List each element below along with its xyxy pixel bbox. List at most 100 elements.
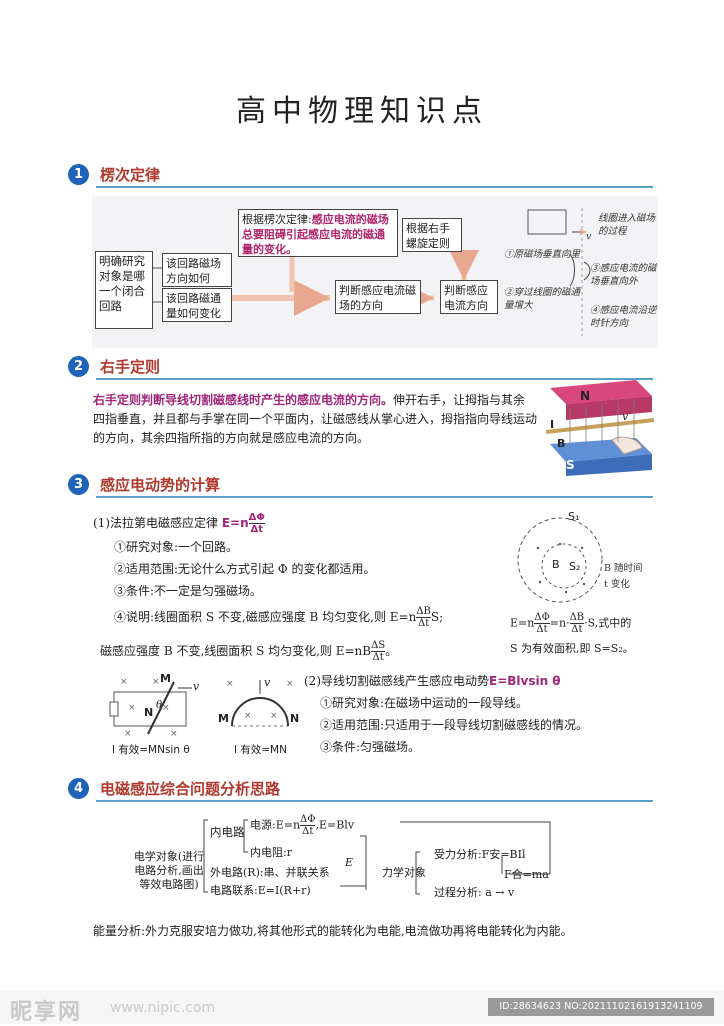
right-hand-body: 伸开右手，让拇指与其余四指垂直，并且都与手掌在同一个平面内，让磁感线从掌心进入，… (93, 393, 538, 445)
process-label: 过程分析: (434, 886, 482, 899)
page-title: 高中物理知识点 (236, 94, 488, 129)
emf-e-label: E (345, 856, 354, 869)
fig2-caption: l 有效=MN (234, 744, 287, 756)
energy-analysis: 能量分析:外力克服安培力做功,将其他形式的能转化为电能,电流做功再将电能转化为内… (93, 924, 573, 938)
section-title: 楞次定律 (100, 166, 161, 184)
section-3-header: 3 感应电动势的计算 (68, 472, 653, 498)
velocity-v-label: v (622, 410, 629, 423)
source-prefix: 电源:E=n (250, 818, 301, 832)
faraday-numerator: ΔΦ (248, 512, 265, 523)
faraday-item-4-text: ④说明:线圈面积 S 不变,磁感应强度 B 均匀变化,则 E=n (114, 610, 417, 624)
motional-item-2: ②适用范围:只适用于一段导线切割磁感线的情况。 (320, 718, 589, 732)
section-4-header: 4 电磁感应综合问题分析思路 (68, 776, 653, 802)
section-number: 1 (68, 164, 89, 185)
magnet-s-label: S (566, 458, 575, 472)
research-object-box: 明确研究对象是哪一个闭合回路 (95, 251, 153, 329)
conductor-arc-figure: ×× ×× (226, 679, 294, 727)
watermark-site: www.nipic.com (110, 1000, 216, 1016)
svg-text:×: × (152, 677, 160, 687)
note-2: ②穿过线圈的磁通量增大 (504, 287, 581, 311)
fig1-theta-label: θ (156, 700, 163, 711)
circle-f2-den: Δt (569, 623, 585, 635)
faraday-denominator: Δt (248, 523, 265, 535)
section-title: 电磁感应综合问题分析思路 (100, 780, 281, 798)
svg-text:×: × (120, 677, 128, 687)
section-number: 2 (68, 356, 89, 377)
section-1-header: 1 楞次定律 (68, 162, 653, 188)
fig1-n-label: N (144, 706, 154, 719)
circle-s2-label: S₂ (569, 560, 581, 573)
watermark-id: ID:28634623 NO:20211102161913241109 (488, 998, 714, 1016)
item-5-denominator: Δt (371, 651, 386, 663)
circle-note-2: t 变化 (604, 579, 630, 590)
circle-f2: =n· (549, 616, 570, 630)
svg-text:×: × (226, 679, 234, 689)
circle-f3: ·S,式中的 (584, 616, 632, 630)
circle-note-1: B 随时间 (604, 563, 643, 574)
fig1-caption: l 有效=MNsin θ (112, 744, 190, 756)
field-direction-box: 该回路磁场方向如何 (162, 253, 232, 287)
faraday-item-1: ①研究对象:一个回路。 (114, 540, 239, 554)
svg-text:×: × (128, 703, 136, 713)
circle-f2-num: ΔB (569, 612, 585, 623)
circle-b-label: B (552, 558, 560, 571)
right-hand-highlight: 右手定则判断导线切割磁感线时产生的感应电流的方向。 (93, 393, 394, 407)
field-b-label: B (557, 437, 566, 450)
svg-text:×: × (270, 711, 278, 721)
item-4-numerator: ΔB (416, 606, 431, 617)
source-numerator: ΔΦ (300, 814, 316, 825)
section-rule (96, 186, 653, 188)
section-rule (96, 378, 653, 380)
watermark-logo: 昵享网 (10, 1000, 83, 1025)
circle-f1: E=n (510, 616, 535, 630)
source-tail: ,E=Blv (315, 818, 355, 832)
circuit-relation: 电路联系:E=I(R+r) (210, 884, 311, 897)
conductor-tilted-figure: ×× ×× ×× (109, 677, 192, 739)
section-number: 4 (68, 778, 89, 799)
flux-change-box: 该回路磁通量如何变化 (162, 288, 232, 322)
fig2-v-label: v (264, 676, 271, 689)
svg-text:×: × (162, 703, 170, 713)
mechanical-object: 力学对象 (382, 866, 426, 879)
section-number: 3 (68, 474, 89, 495)
velocity-label: v (586, 231, 592, 242)
internal-resistance: 内电阻:r (250, 846, 292, 859)
faraday-prefix: (1)法拉第电磁感应定律 (93, 516, 218, 530)
note-1: ①原磁场垂直向里 (504, 249, 581, 260)
motional-formula: E=Blvsin θ (489, 674, 561, 688)
fig1-v-label: v (193, 680, 200, 693)
process-analysis: 过程分析: a → v (434, 884, 514, 900)
outer-circuit: 外电路(R):串、并联关系 (210, 866, 330, 879)
magnet-n-label: N (580, 389, 591, 403)
faraday-item-3: ③条件:不一定是匀强磁场。 (114, 584, 263, 598)
right-hand-figure (546, 380, 655, 476)
circle-note-area: S 为有效面积,即 S=S₂。 (510, 642, 634, 655)
faraday-item-2: ②适用范围:无论什么方式引起 Φ 的变化都适用。 (114, 562, 376, 576)
section-2-header: 2 右手定则 (68, 354, 653, 380)
motional-item-1: ①研究对象:在磁场中运动的一段导线。 (320, 696, 529, 710)
fig1-m-label: M (160, 672, 171, 685)
force-analysis: 受力分析:F安=BIl (434, 848, 526, 861)
motional-emf-heading: (2)导线切割磁感线产生感应电动势E=Blvsin θ (304, 672, 561, 691)
lenz-law-box: 根据楞次定律:感应电流的磁场总要阻碍引起感应电流的磁通量的变化。 (238, 209, 398, 257)
motional-prefix: (2)导线切割磁感线产生感应电动势 (304, 674, 489, 688)
faraday-item-5-text: 磁感应强度 B 不变,线圈面积 S 均匀变化,则 E=nB (100, 644, 372, 658)
process-chain: a → v (485, 886, 515, 899)
item-5-tail: 。 (385, 644, 398, 658)
item-4-denominator: Δt (416, 617, 431, 629)
source-denominator: Δt (300, 825, 316, 837)
item-4-tail: S; (430, 610, 444, 624)
fig2-m-label: M (218, 712, 229, 725)
circle-f1-num: ΔΦ (534, 612, 550, 623)
note-4: ④感应电流沿逆时针方向 (590, 305, 657, 329)
section-rule (96, 496, 653, 498)
faraday-formula: E=n (221, 516, 249, 530)
judge-current-box: 判断感应电流方向 (440, 280, 498, 314)
section-rule (96, 800, 653, 802)
item-5-numerator: ΔS (371, 640, 386, 651)
